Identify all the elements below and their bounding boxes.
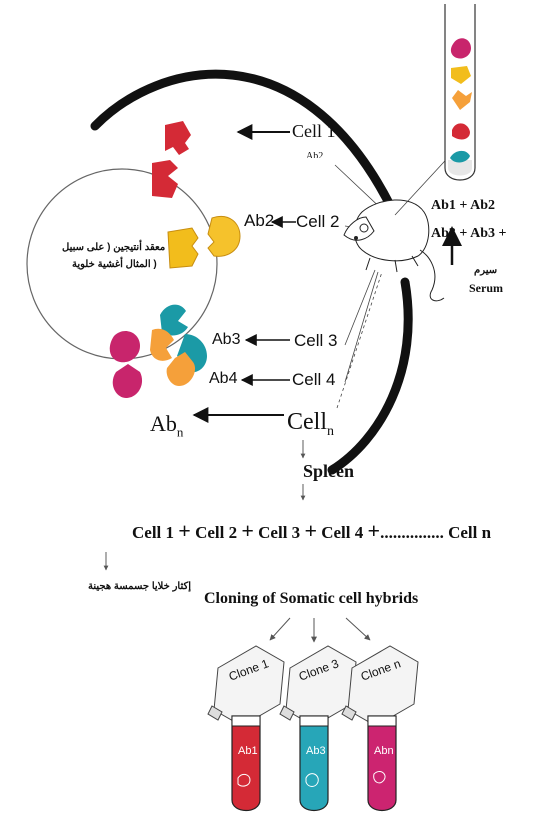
tube-clone-n [367, 715, 397, 812]
spleen-label: Spleen [303, 461, 355, 481]
antigen-label-ar-line2: المثال أغشية خلوية ) [72, 259, 157, 270]
tube-n-ab-label: Abn [374, 745, 394, 757]
cloning-label-ar: إكثار خلايا جسمسة هجينة [88, 581, 192, 592]
tube-3-ab-label: Ab3 [306, 745, 326, 757]
label-abn: Abn [150, 411, 184, 440]
mouse-cell-lines [334, 164, 389, 409]
mouse-illustration [343, 199, 445, 302]
label-cell-n: Celln [287, 410, 334, 439]
label-cell-n-main: Cell [287, 409, 327, 435]
label-cell-3: Cell 3 [294, 331, 338, 350]
sum-plus-3: + [304, 518, 317, 543]
sum-cell-4: Cell 4 [321, 523, 364, 542]
label-cell-1-sub: Ab2 [306, 152, 324, 158]
label-abn-main: Ab [150, 411, 177, 436]
sum-plus-4: + [367, 518, 381, 543]
antigen-label-ar-line1: معقد أنتيجين ( على سبيل [62, 242, 166, 253]
label-cell-1: Cell 1 [292, 121, 336, 141]
clone-arrow-right [345, 617, 371, 641]
serum-tube [444, 4, 476, 181]
top-arc [90, 69, 395, 210]
serum-label-ar: سيرم [474, 265, 498, 276]
ab3-ab4-antigens [150, 304, 207, 386]
red-antigen-top [152, 121, 191, 198]
sum-plus-2: + [241, 518, 254, 543]
sum-cell-n: Cell n [448, 523, 492, 542]
sum-cell-2: Cell 2 [195, 523, 238, 542]
label-cell-2: Cell 2 [296, 212, 340, 231]
sum-cell-1: Cell 1 [132, 523, 175, 542]
clone-arrow-left [269, 617, 291, 641]
serum-label-en: Serum [469, 281, 503, 295]
yellow-antigen-ab2 [167, 216, 241, 269]
tube-clone-3 [299, 715, 329, 812]
flask-clone-n [341, 645, 419, 727]
right-arc [327, 277, 413, 475]
label-cell-n-sub: n [327, 423, 334, 439]
cloning-label-en: Cloning of Somatic cell hybrids [204, 590, 419, 607]
serum-line1: Ab1 + Ab2 [431, 198, 495, 213]
tube-1-ab-label: Ab1 [238, 745, 258, 757]
sum-cell-3: Cell 3 [258, 523, 301, 542]
sum-dots: ............... [380, 523, 444, 542]
label-abn-sub: n [176, 424, 184, 440]
tube-clone-1 [231, 715, 261, 812]
sum-plus-1: + [178, 518, 191, 543]
flask-clone-1 [207, 645, 285, 727]
serum-line2: Ab3 + Ab3 + [431, 226, 507, 241]
label-ab4: Ab4 [209, 370, 238, 387]
label-ab2: Ab2 [244, 211, 275, 230]
cell-sum-equation: Cell 1 + Cell 2 + Cell 3 + Cell 4 +.....… [132, 520, 491, 542]
label-ab3: Ab3 [212, 331, 241, 348]
magenta-antigens [109, 331, 143, 398]
label-cell-4: Cell 4 [292, 370, 336, 389]
